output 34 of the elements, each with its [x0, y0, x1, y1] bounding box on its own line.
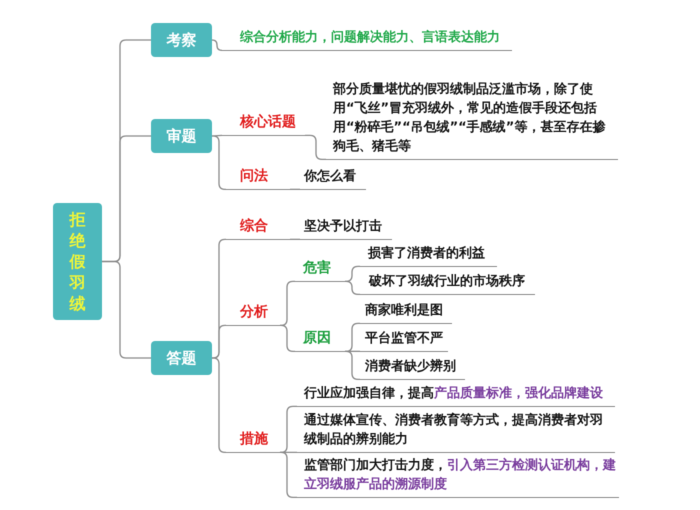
leaf-text: 监管部门加大打击力度，引入第三方检测认证机构，建立羽绒服产品的溯源制度 — [297, 454, 619, 498]
central-topic-box: 拒绝假羽绒 — [53, 203, 102, 320]
topic-box: 考察 — [151, 23, 212, 57]
leaf-text: 行业应加强自律，提高产品质量标准，强化品牌建设 — [297, 385, 615, 407]
leaf-text: 通过媒体宣传、消费者教育等方式，提高消费者对羽绒制品的辨别能力 — [297, 408, 615, 453]
connector-line — [211, 39, 223, 51]
branch-label: 措施 — [226, 429, 280, 453]
leaf-text: 损害了消费者的利益 — [360, 245, 497, 267]
topic-box: 答题 — [151, 341, 212, 375]
leaf-text: 商家唯利是图 — [360, 302, 452, 324]
connector-line — [280, 452, 297, 453]
connector-line — [290, 238, 300, 240]
leaf-text: 坚决予以打击 — [300, 218, 392, 240]
leaf-text: 综合分析能力，问题解决能力、言语表达能力 — [222, 29, 512, 51]
branch-label: 问法 — [226, 166, 290, 190]
branch-label: 核心话题 — [222, 112, 305, 136]
connector-line — [290, 188, 300, 190]
connector-line — [212, 134, 222, 137]
connector-line — [102, 260, 151, 359]
branch-label: 综合 — [226, 216, 290, 240]
leaf-text: 破坏了羽绒行业的市场秩序 — [360, 273, 535, 295]
leaf-text: 平台监管不严 — [360, 330, 448, 352]
branch-label: 原因 — [295, 328, 345, 352]
connector-line — [345, 280, 360, 295]
leaf-text: 消费者缺少辨别 — [360, 358, 465, 380]
connector-line — [280, 324, 295, 352]
leaf-text: 部分质量堪忧的假羽绒制品泛滥市场，除了使用“飞丝”冒充羽绒外，常见的造假手段还包括用“粉碎毛”“吊包绒”“手感绒”等，甚至存在掺狗毛、猪毛等 — [326, 80, 618, 160]
connector-line — [345, 266, 360, 282]
leaf-text: 你怎么看 — [300, 168, 366, 190]
connector-line — [212, 324, 226, 359]
connector-line — [345, 350, 360, 352]
branch-label: 危害 — [295, 258, 345, 282]
topic-box: 审题 — [151, 119, 212, 153]
branch-label: 分析 — [226, 302, 280, 326]
